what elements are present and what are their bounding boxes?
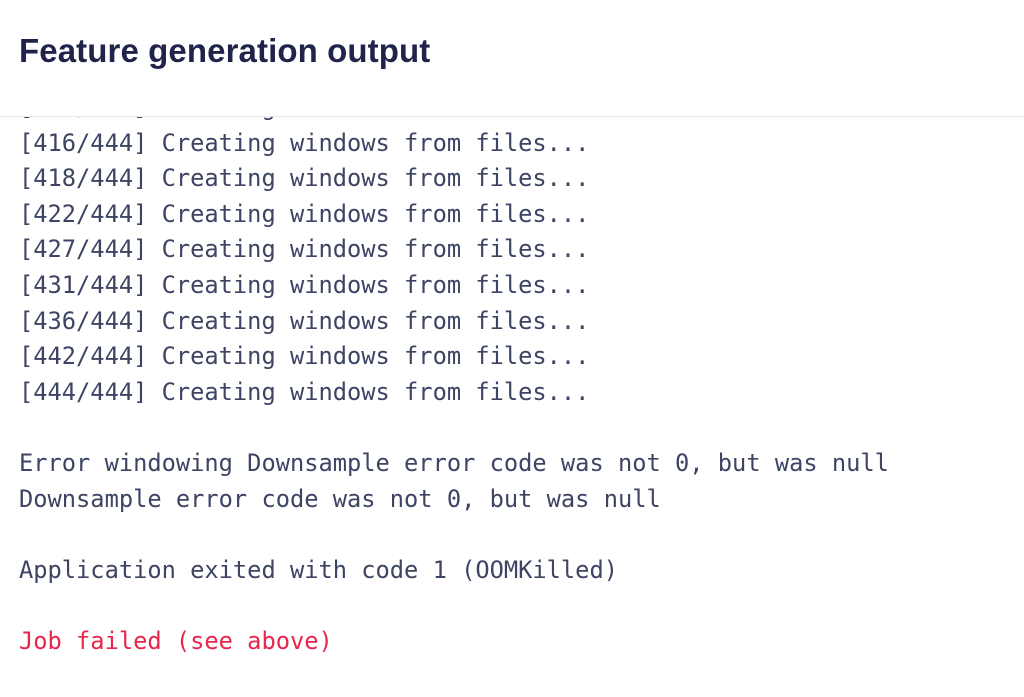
- log-line: Error windowing Downsample error code wa…: [19, 448, 889, 477]
- log-line: [418/444] Creating windows from files...: [19, 164, 590, 193]
- log-line: [19, 588, 889, 624]
- log-line: Downsample error code was not 0, but was…: [19, 484, 661, 513]
- log-line: [442/444] Creating windows from files...: [19, 342, 590, 371]
- log-line: [19, 410, 889, 446]
- log-line: [422/444] Creating windows from files...: [19, 199, 590, 228]
- log-line: [436/444] Creating windows from files...: [19, 306, 590, 335]
- log-line-error: Job failed (see above): [19, 626, 333, 655]
- log-line: [431/444] Creating windows from files...: [19, 270, 590, 299]
- log-line: [444/444] Creating windows from files...: [19, 377, 590, 406]
- log-line: [19, 517, 889, 553]
- log-line: [413/444] Creating windows from files...: [19, 117, 889, 126]
- log-line: Application exited with code 1 (OOMKille…: [19, 555, 618, 584]
- log-content: [413/444] Creating windows from files...…: [19, 117, 889, 660]
- log-output[interactable]: [413/444] Creating windows from files...…: [0, 117, 1024, 697]
- log-line: [427/444] Creating windows from files...: [19, 235, 590, 264]
- log-line: [416/444] Creating windows from files...: [19, 128, 590, 157]
- page-title: Feature generation output: [19, 32, 431, 69]
- panel-header: Feature generation output: [0, 0, 1024, 117]
